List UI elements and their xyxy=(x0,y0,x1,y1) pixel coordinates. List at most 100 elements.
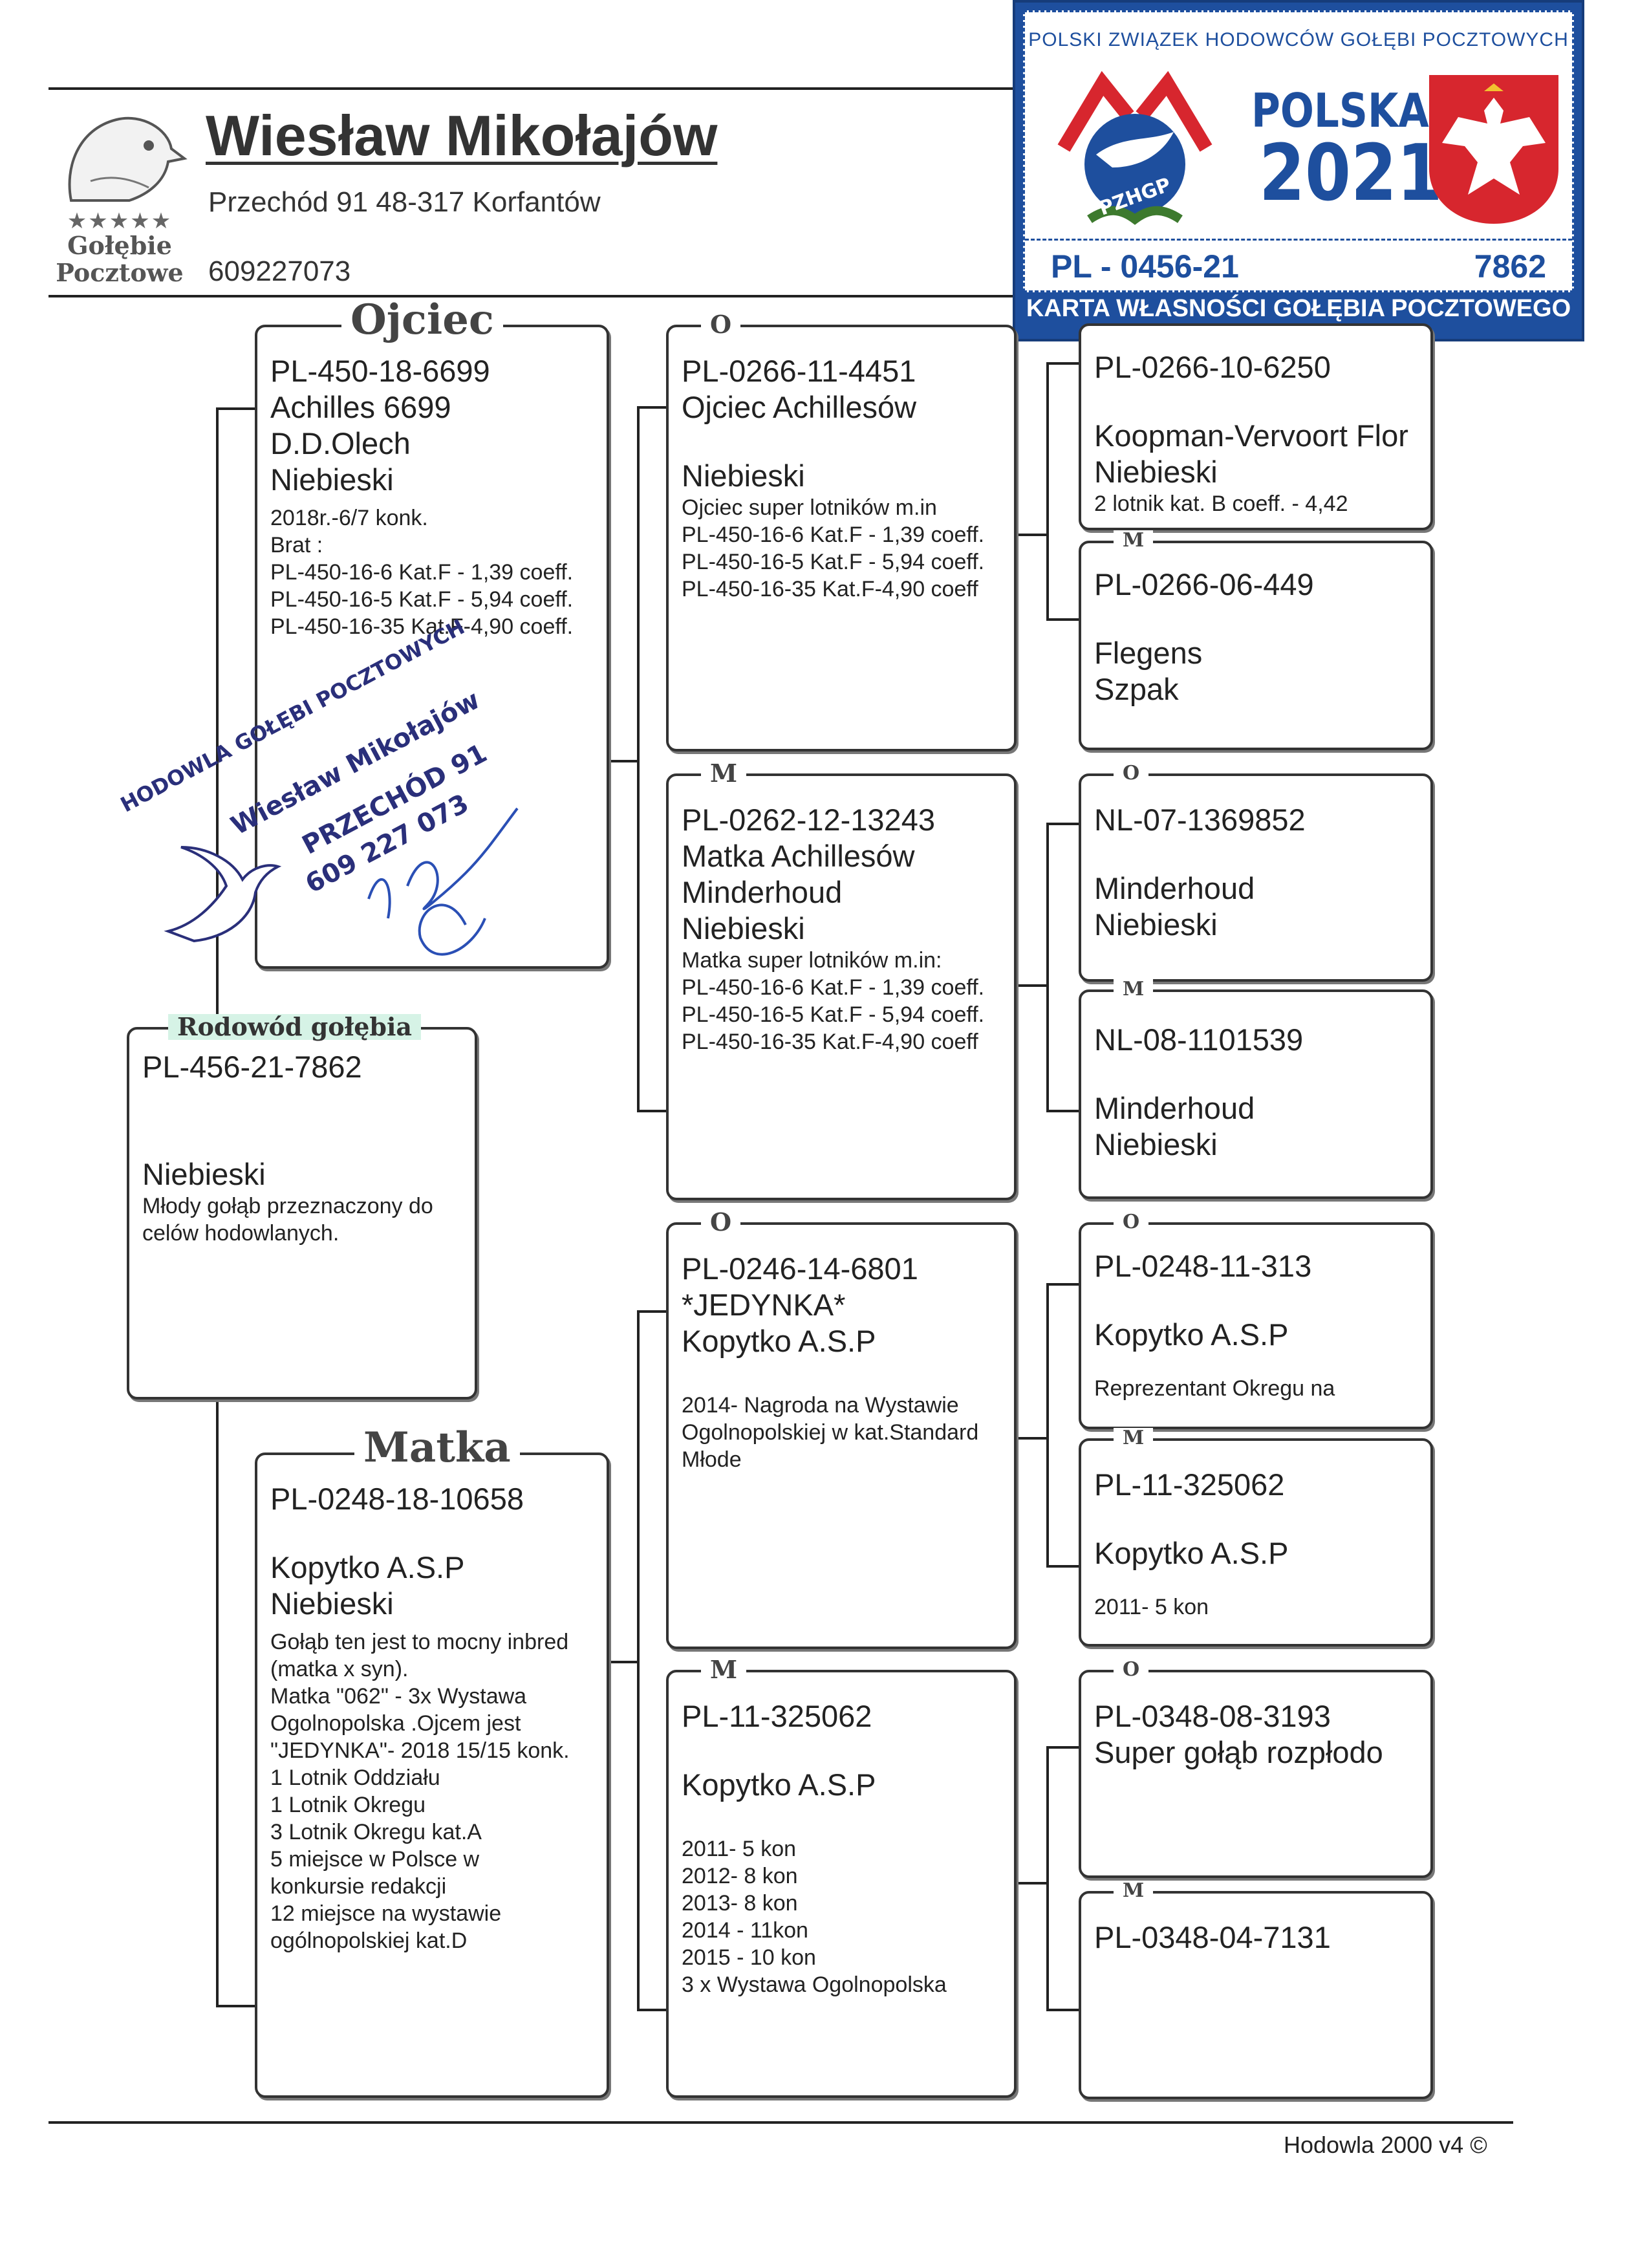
card-org: POLSKI ZWIĄZEK HODOWCÓW GOŁĘBI POCZTOWYC… xyxy=(1028,29,1569,50)
gp-color: Niebieski xyxy=(682,911,805,945)
ggp-line: Niebieski xyxy=(1094,455,1218,489)
mother-note: Gołąb ten jest to mocny inbred xyxy=(270,1630,569,1654)
mother-note: 5 miejsce w Polsce w xyxy=(270,1847,480,1872)
card-ring: PL - 0456-21 xyxy=(1051,248,1239,285)
gp-ring: PL-0246-14-6801 xyxy=(682,1251,918,1286)
ggp-ring: PL-0348-04-7131 xyxy=(1094,1920,1331,1954)
pigeon-ring: PL-456-21-7862 xyxy=(142,1050,362,1084)
footer-credit: Hodowla 2000 v4 © xyxy=(1284,2132,1487,2158)
ggp-label: O xyxy=(1114,763,1149,784)
gp-note: 2011- 5 kon xyxy=(682,1837,797,1861)
ggp-label: M xyxy=(1114,530,1154,551)
grandmother-paternal-card: M PL-0262-12-13243 Matka Achillesów Mind… xyxy=(666,761,1017,1200)
breeder-logo: ★★★★★ Gołębie Pocztowe xyxy=(52,103,188,286)
mother-card: Matka PL-0248-18-10658 Kopytko A.S.P Nie… xyxy=(255,1427,609,2098)
mother-ring: PL-0248-18-10658 xyxy=(270,1482,524,1516)
card-number: 7862 xyxy=(1474,248,1546,285)
gp-note: Ogolnopolskiej w kat.Standard xyxy=(682,1420,979,1445)
pigeon-label: Rodowód gołębia xyxy=(168,1014,422,1040)
gp-name: *JEDYNKA* xyxy=(682,1288,846,1322)
father-note: Brat : xyxy=(270,533,323,557)
father-note: PL-450-16-6 Kat.F - 1,39 coeff. xyxy=(270,560,574,585)
gp-name: Ojciec Achillesów xyxy=(682,390,917,424)
father-note: 2018r.-6/7 konk. xyxy=(270,506,428,530)
ggp-note: 2 lotnik kat. B coeff. - 4,42 xyxy=(1094,491,1348,516)
mother-note: konkursie redakcji xyxy=(270,1874,447,1899)
card-country: POLSKA xyxy=(1251,83,1429,138)
ggp-ring: PL-11-325062 xyxy=(1094,1467,1285,1502)
ggp-ring: PL-0348-08-3193 xyxy=(1094,1699,1331,1733)
ggp-label: O xyxy=(1114,1659,1149,1680)
ggp-ring: PL-0248-11-313 xyxy=(1094,1249,1312,1283)
gp-color: Niebieski xyxy=(682,459,805,493)
mother-note: 1 Lotnik Oddziału xyxy=(270,1766,440,1790)
ggp-note: 2011- 5 kon xyxy=(1094,1595,1209,1619)
mother-note: (matka x syn). xyxy=(270,1657,409,1681)
father-note: PL-450-16-35 Kat.F-4,90 coeff. xyxy=(270,614,574,639)
mother-note: Ogolnopolska .Ojcem jest xyxy=(270,1711,521,1736)
breeder-name: Wiesław Mikołajów xyxy=(206,103,718,167)
ggp-ring: PL-0266-10-6250 xyxy=(1094,350,1331,384)
ggp-line: Niebieski xyxy=(1094,907,1218,942)
pzhgp-emblem: PZHGP xyxy=(1051,70,1219,239)
mother-note: Matka "062" - 3x Wystawa xyxy=(270,1684,527,1709)
gp-name: Matka Achillesów xyxy=(682,839,915,873)
ggp-line: Niebieski xyxy=(1094,1127,1218,1161)
pigeon-note: celów hodowlanych. xyxy=(142,1221,339,1246)
grandmother-paternal-label: M xyxy=(701,761,747,786)
signature-icon xyxy=(367,807,519,956)
mother-label: Matka xyxy=(354,1427,520,1469)
mother-note: "JEDYNKA"- 2018 15/15 konk. xyxy=(270,1738,570,1763)
logo-stars: ★★★★★ xyxy=(67,208,173,234)
ggp-line: Flegens xyxy=(1094,636,1203,670)
gp-breeder: Kopytko A.S.P xyxy=(682,1324,876,1358)
father-name: Achilles 6699 xyxy=(270,390,451,424)
ggp-ring: PL-0266-06-449 xyxy=(1094,567,1314,601)
gp-note: Matka super lotników m.in: xyxy=(682,948,942,973)
gp-note: 2015 - 10 kon xyxy=(682,1945,816,1970)
gp-note: 2013- 8 kon xyxy=(682,1891,798,1916)
gp-ring: PL-0266-11-4451 xyxy=(682,354,916,388)
gp-note: Młode xyxy=(682,1447,742,1472)
gp-breeder: Kopytko A.S.P xyxy=(682,1767,876,1802)
great-grandparent-card: M PL-0266-06-449 Flegens Szpak xyxy=(1079,530,1433,750)
card-year: 2021 xyxy=(1259,129,1443,219)
pigeon-color: Niebieski xyxy=(142,1157,266,1191)
great-grandparent-card: M PL-11-325062 Kopytko A.S.P 2011- 5 kon xyxy=(1079,1428,1433,1647)
father-breeder: D.D.Olech xyxy=(270,426,411,460)
polish-eagle-icon xyxy=(1426,72,1562,227)
ggp-label: M xyxy=(1114,1428,1154,1449)
ggp-label: M xyxy=(1114,1881,1154,1901)
gp-note: PL-450-16-6 Kat.F - 1,39 coeff. xyxy=(682,523,985,547)
gp-breeder: Minderhoud xyxy=(682,875,843,909)
gp-note: 2012- 8 kon xyxy=(682,1864,798,1888)
gp-note: 2014 - 11kon xyxy=(682,1918,808,1943)
gp-note: PL-450-16-5 Kat.F - 5,94 coeff. xyxy=(682,1002,985,1027)
ggp-line: Koopman-Vervoort Flor xyxy=(1094,418,1408,453)
mother-note: ogólnopolskiej kat.D xyxy=(270,1928,468,1953)
gp-note: PL-450-16-5 Kat.F - 5,94 coeff. xyxy=(682,550,985,574)
great-grandparent-card: O PL-0248-11-313 Kopytko A.S.P Reprezent… xyxy=(1079,1212,1433,1429)
father-ring: PL-450-18-6699 xyxy=(270,354,490,388)
gp-ring: PL-11-325062 xyxy=(682,1699,872,1733)
pigeon-head-icon xyxy=(68,116,188,202)
breeder-phone: 609227073 xyxy=(208,255,351,287)
father-color: Niebieski xyxy=(270,462,394,497)
great-grandparent-card: O NL-07-1369852 Minderhoud Niebieski xyxy=(1079,763,1433,982)
father-card: Ojciec PL-450-18-6699 Achilles 6699 D.D.… xyxy=(255,299,609,969)
breeder-address: Przechód 91 48-317 Korfantów xyxy=(208,186,601,218)
mother-breeder: Kopytko A.S.P xyxy=(270,1550,465,1584)
mother-note: 3 Lotnik Okregu kat.A xyxy=(270,1820,482,1844)
ggp-line: Super gołąb rozpłodo xyxy=(1094,1735,1383,1769)
mother-note: 1 Lotnik Okregu xyxy=(270,1793,426,1817)
ggp-ring: NL-07-1369852 xyxy=(1094,803,1306,837)
ggp-line: Minderhoud xyxy=(1094,1091,1255,1125)
mother-note: 12 miejsce na wystawie xyxy=(270,1901,502,1926)
ownership-card: POLSKI ZWIĄZEK HODOWCÓW GOŁĘBI POCZTOWYC… xyxy=(1013,0,1584,341)
great-grandparent-card: M PL-0348-04-7131 xyxy=(1079,1881,1433,2099)
mother-color: Niebieski xyxy=(270,1586,394,1621)
ggp-line: Szpak xyxy=(1094,672,1179,706)
ggp-note: Reprezentant Okregu na xyxy=(1094,1376,1335,1401)
ggp-line: Kopytko A.S.P xyxy=(1094,1536,1289,1570)
ggp-label: M xyxy=(1114,979,1154,1000)
